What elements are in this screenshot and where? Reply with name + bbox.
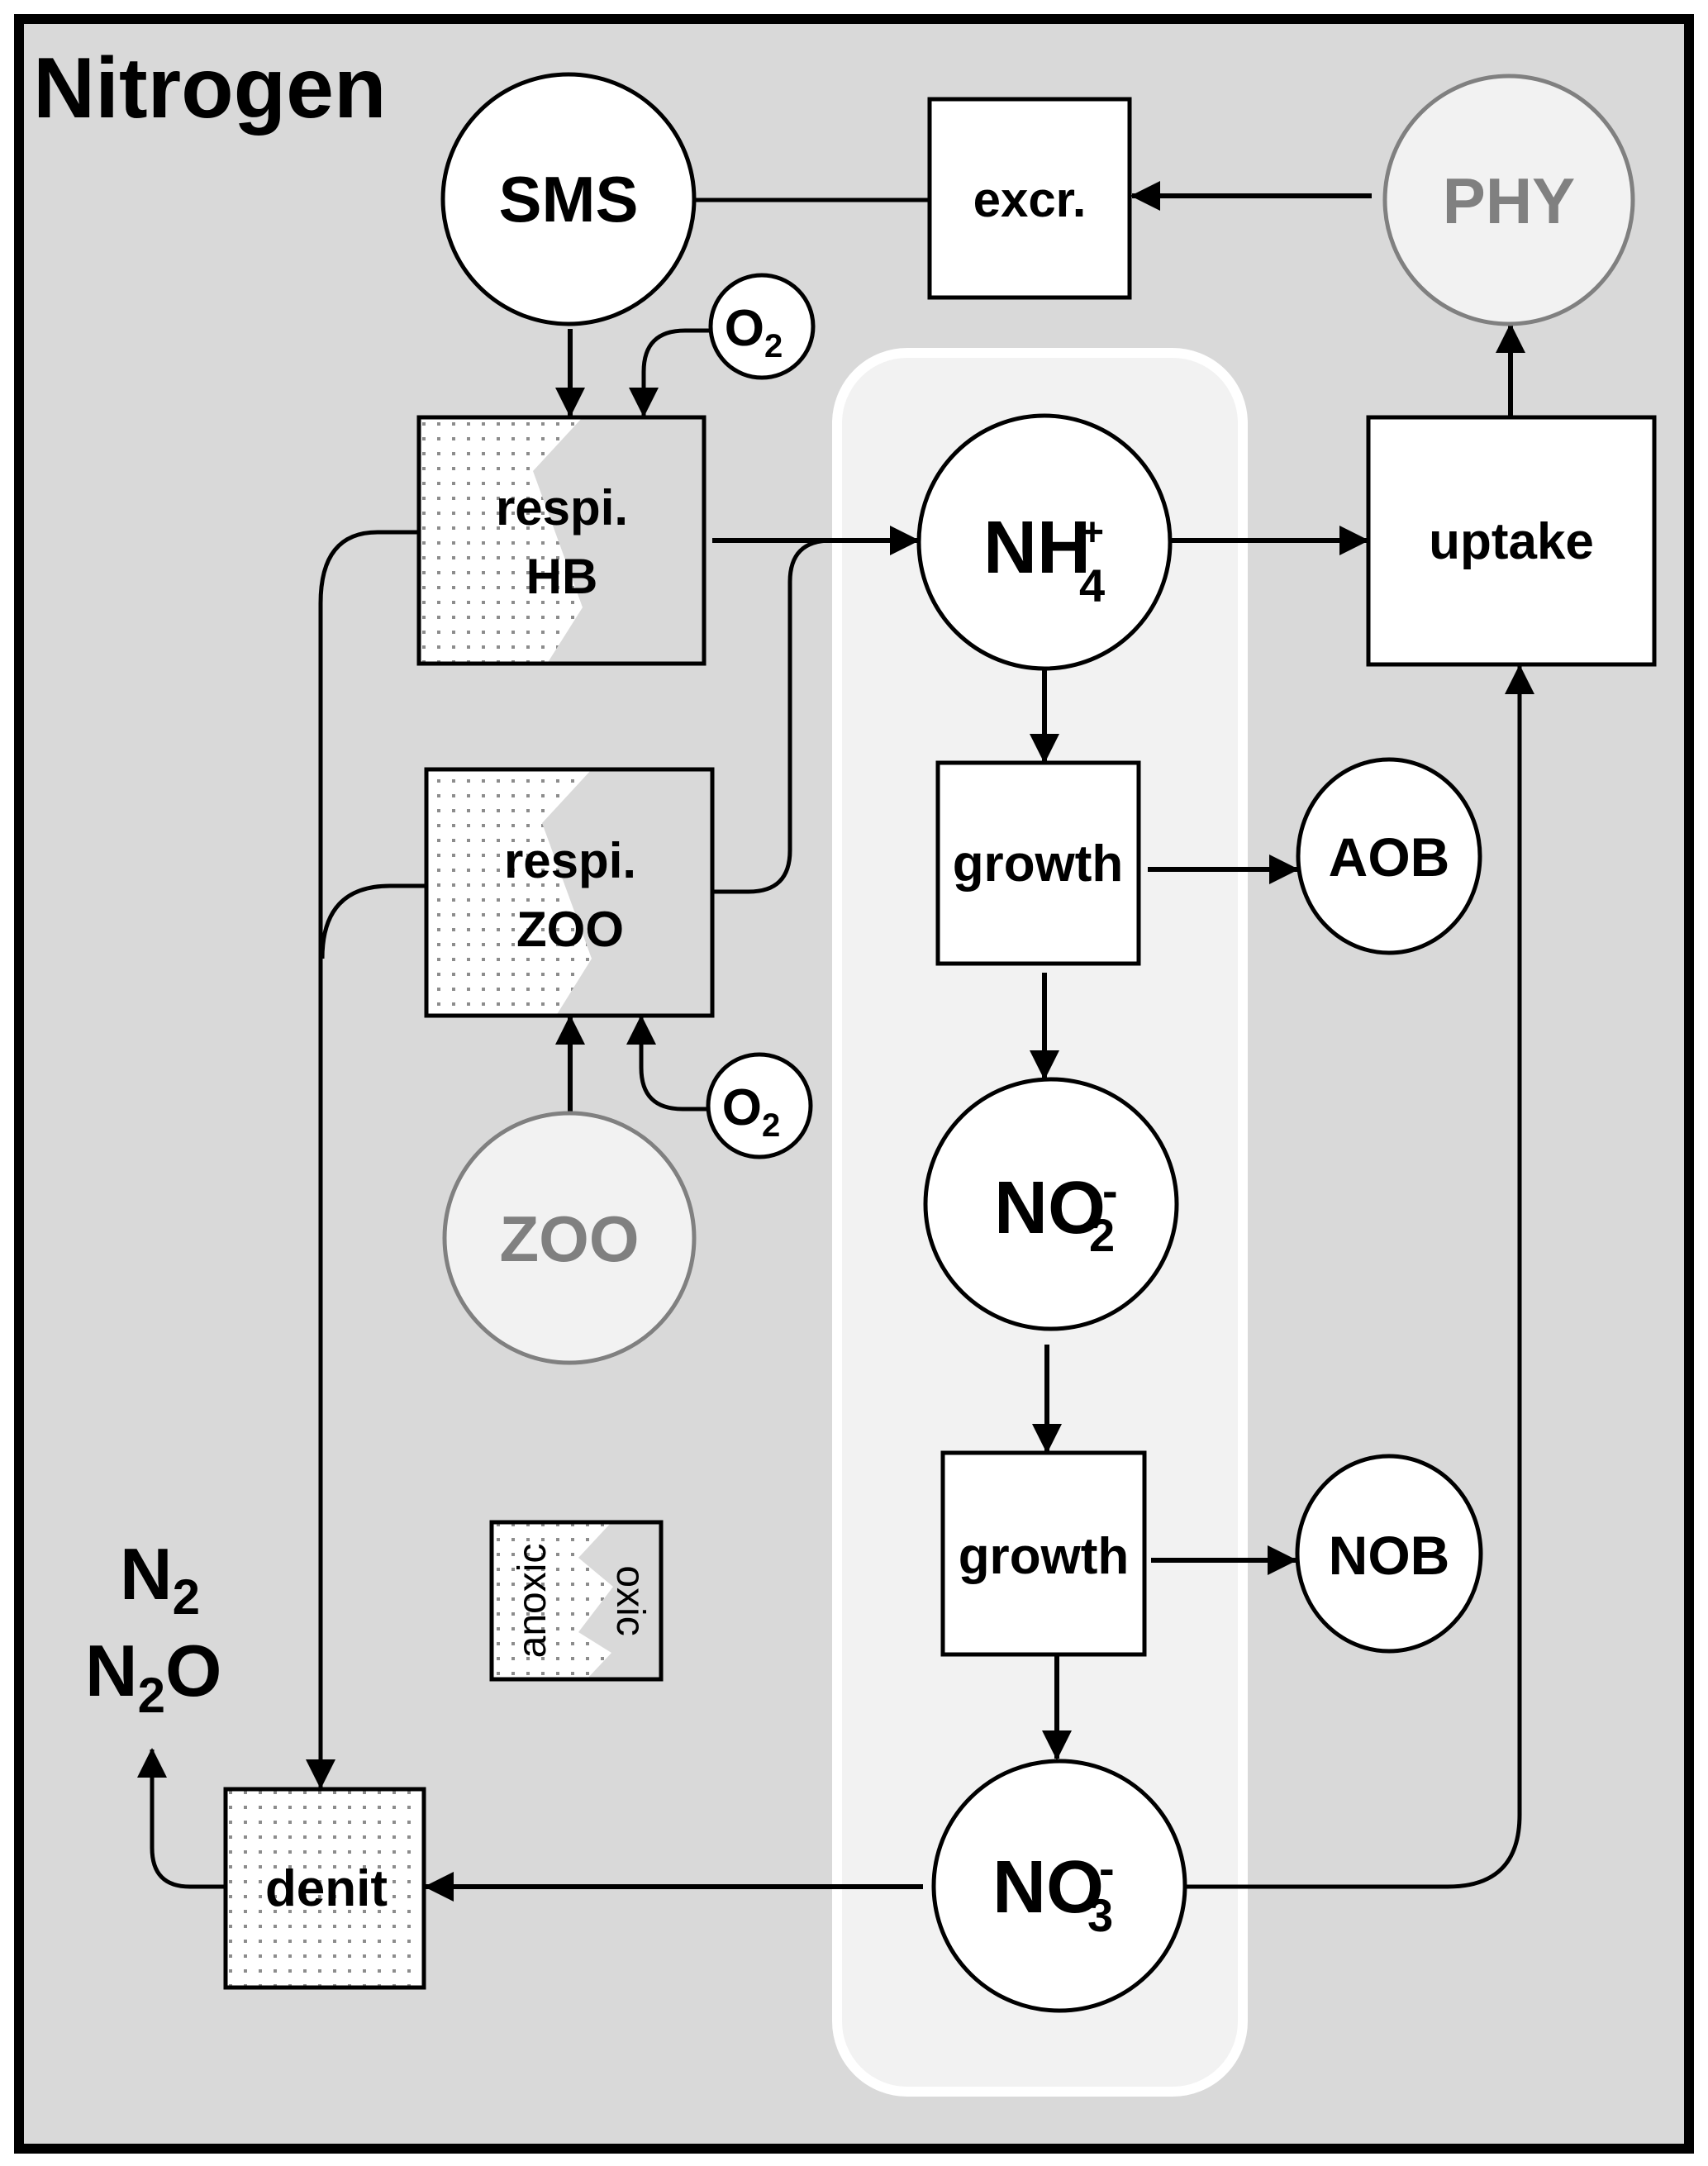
pool-zoo[interactable]: ZOO (442, 1111, 697, 1365)
pool-o2-bottom-label: O2 (722, 1079, 780, 1144)
pool-no3-subscript: 3 (1087, 1889, 1113, 1941)
pool-no3-charge: - (1099, 1842, 1115, 1894)
process-growth-nob[interactable]: growth (940, 1450, 1147, 1657)
pool-nob-label: NOB (1329, 1525, 1450, 1586)
pool-aob-label: AOB (1329, 826, 1450, 888)
process-respi-hb-line1: respi. (496, 480, 628, 536)
pool-no2[interactable]: NO - 2 (923, 1077, 1179, 1331)
pool-o2-bottom[interactable]: O2 (706, 1052, 813, 1159)
pool-sms-label: SMS (498, 163, 638, 236)
product-n2: N2 (120, 1533, 200, 1625)
pool-nob[interactable]: NOB (1295, 1454, 1483, 1654)
legend-anoxic-label: anoxic (511, 1544, 554, 1659)
process-uptake[interactable]: uptake (1366, 415, 1657, 667)
pool-nh4-subscript: 4 (1079, 559, 1105, 612)
pool-no2-charge: - (1102, 1164, 1118, 1216)
legend-anoxic-oxic: anoxic oxic (489, 1520, 664, 1682)
pool-zoo-label: ZOO (500, 1202, 640, 1275)
arrow-denit-n2 (137, 1748, 226, 1889)
pool-phy-label: PHY (1443, 164, 1575, 237)
pool-no2-label: NO (994, 1167, 1106, 1250)
pool-nh4-label: NH (983, 507, 1091, 589)
arrow-o2-respi-hb (629, 328, 709, 417)
pool-nh4[interactable]: NH + 4 (916, 413, 1173, 671)
pool-sms[interactable]: SMS (440, 72, 697, 326)
process-respi-hb[interactable]: respi. HB (416, 415, 707, 666)
process-denit[interactable]: denit (223, 1787, 426, 1990)
product-n2o: N2O (85, 1630, 221, 1723)
pool-no3-label: NO (992, 1846, 1104, 1929)
legend-anoxic-zone (492, 1522, 613, 1679)
line-respi-hb-denit (306, 530, 419, 1789)
diagram-title: Nitrogen (33, 40, 387, 136)
process-respi-zoo-line2: ZOO (516, 902, 624, 957)
process-respi-hb-line2: HB (526, 549, 598, 604)
line-respi-zoo-denit (320, 883, 426, 959)
pool-no2-subscript: 2 (1089, 1209, 1115, 1261)
anoxic-zone (426, 769, 592, 1016)
pool-o2-top-label: O2 (725, 300, 783, 364)
legend-oxic-label: oxic (608, 1565, 652, 1635)
anoxic-zone (419, 417, 583, 664)
process-growth-aob[interactable]: growth (935, 760, 1141, 966)
pool-o2-top[interactable]: O2 (708, 273, 816, 380)
process-excr-label: excr. (973, 172, 1087, 227)
arrow-o2-respi-zoo (626, 1015, 708, 1112)
process-excr[interactable]: excr. (927, 97, 1132, 300)
process-growth-nob-label: growth (959, 1528, 1130, 1585)
pool-nh4-charge: + (1081, 511, 1104, 555)
arrow-no3-uptake (1185, 664, 1534, 1889)
pool-no3[interactable]: NO - 3 (931, 1759, 1187, 2013)
process-respi-zoo[interactable]: respi. ZOO (424, 767, 715, 1018)
pool-aob[interactable]: AOB (1296, 757, 1482, 955)
process-denit-label: denit (265, 1860, 388, 1917)
line-respi-zoo-nh4 (712, 538, 832, 894)
process-respi-zoo-line1: respi. (504, 833, 636, 888)
process-uptake-label: uptake (1429, 513, 1594, 570)
process-growth-aob-label: growth (953, 835, 1124, 893)
pool-phy[interactable]: PHY (1382, 74, 1635, 326)
